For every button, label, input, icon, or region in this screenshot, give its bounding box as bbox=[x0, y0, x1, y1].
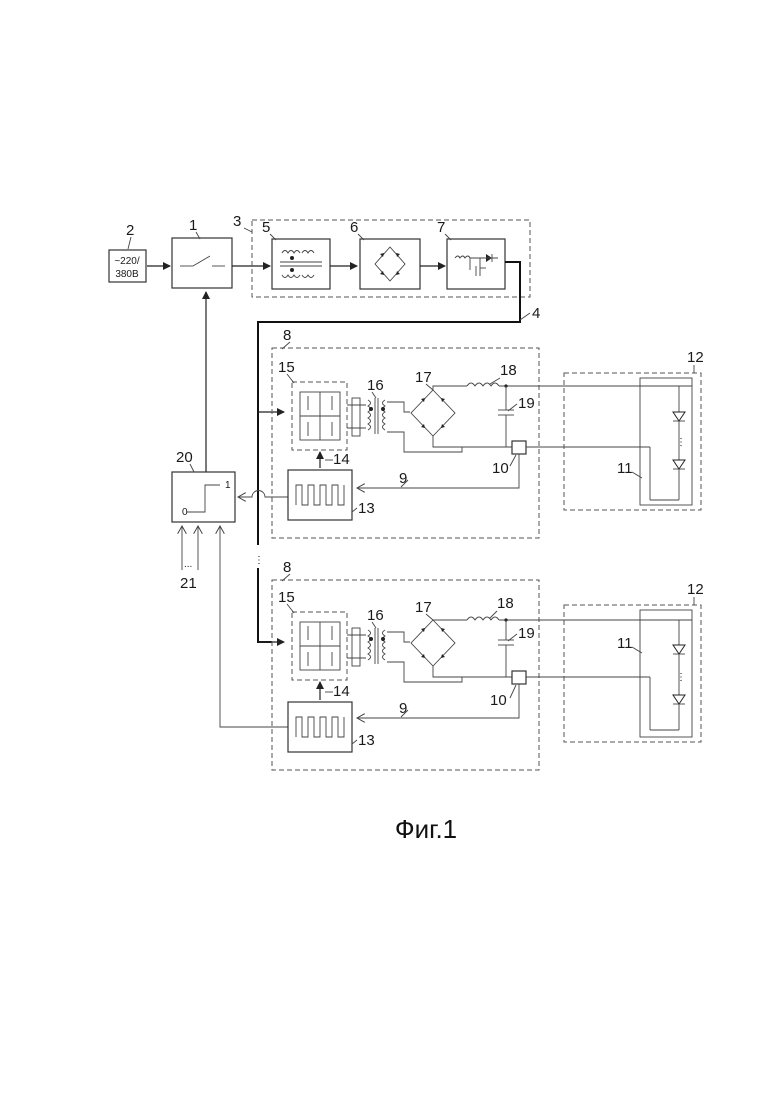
callout-14-lower: 14 bbox=[333, 683, 350, 700]
callout-11: 11 bbox=[617, 460, 633, 477]
callout-12-lower: 12 bbox=[687, 581, 704, 598]
callout-13: 13 bbox=[358, 500, 375, 517]
callout-17-lower: 17 bbox=[415, 599, 432, 616]
callout-17: 17 bbox=[415, 369, 432, 386]
callout-21: 21 bbox=[180, 575, 197, 592]
switch-block bbox=[172, 238, 232, 288]
callout-14: 14 bbox=[333, 451, 350, 468]
step-high: 1 bbox=[225, 480, 231, 491]
callout-4: 4 bbox=[532, 305, 540, 322]
source-label-line2: 380В bbox=[115, 269, 139, 280]
converter-block bbox=[447, 239, 505, 289]
step-block: 0 1 bbox=[172, 472, 235, 522]
channel-upper: 8 15 16 17 bbox=[272, 327, 692, 538]
rectifier-block bbox=[360, 239, 420, 289]
callout-8-lower: 8 bbox=[283, 559, 291, 576]
callout-16: 16 bbox=[367, 377, 384, 394]
callout-18: 18 bbox=[500, 362, 517, 379]
filter-block bbox=[272, 239, 330, 289]
callout-15: 15 bbox=[278, 359, 295, 376]
callout-18-lower: 18 bbox=[497, 595, 514, 612]
figure-caption: Фиг.1 bbox=[395, 814, 457, 844]
callout-1: 1 bbox=[189, 217, 197, 234]
callout-19: 19 bbox=[518, 395, 535, 412]
dc-bus-lower bbox=[258, 568, 272, 642]
svg-text:⋮: ⋮ bbox=[676, 437, 686, 448]
callout-12: 12 bbox=[687, 349, 704, 366]
callout-3: 3 bbox=[233, 213, 241, 230]
power-source-block: ~220/ 380В bbox=[109, 250, 146, 282]
bus-ellipsis: ⋮ bbox=[254, 555, 264, 566]
led-group-lower: ⋮ bbox=[564, 605, 701, 742]
callout-8: 8 bbox=[283, 327, 291, 344]
callout-6: 6 bbox=[350, 219, 358, 236]
callout-10: 10 bbox=[492, 460, 509, 477]
callout-19-lower: 19 bbox=[518, 625, 535, 642]
callout-5: 5 bbox=[262, 219, 270, 236]
callout-7: 7 bbox=[437, 219, 445, 236]
callout-2: 2 bbox=[126, 222, 134, 239]
svg-text:⋮: ⋮ bbox=[676, 672, 686, 683]
callout-16-lower: 16 bbox=[367, 607, 384, 624]
callout-10-lower: 10 bbox=[490, 692, 507, 709]
led-group-upper: ⋮ bbox=[564, 373, 701, 510]
callout-20: 20 bbox=[176, 449, 193, 466]
channel-lower: 8 15 16 17 18 bbox=[272, 559, 692, 770]
source-label-line1: ~220/ bbox=[114, 256, 140, 267]
callout-15-lower: 15 bbox=[278, 589, 295, 606]
callout-13-lower: 13 bbox=[358, 732, 375, 749]
inputs-ellipsis: ... bbox=[184, 559, 192, 570]
callout-11-lower: 11 bbox=[617, 635, 633, 652]
step-low: 0 bbox=[182, 507, 188, 518]
